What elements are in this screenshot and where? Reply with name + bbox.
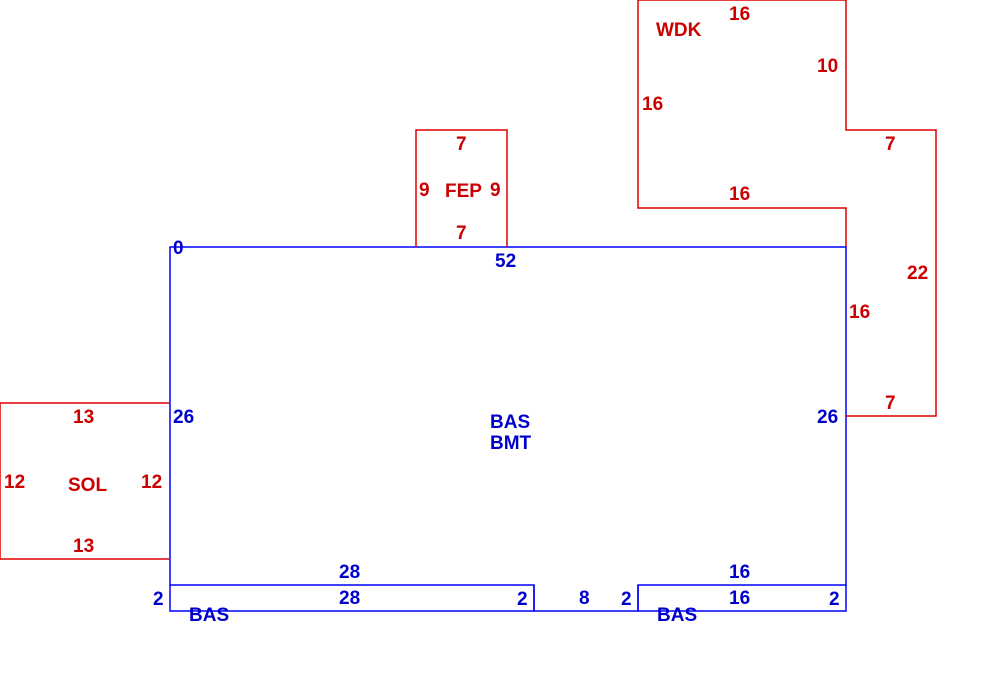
dim-wdk-left: 16 (642, 94, 663, 115)
dim-main-right: 26 (817, 407, 838, 428)
dim-fep-right: 9 (490, 180, 501, 201)
dim-wdk-step-upper: 7 (885, 134, 896, 155)
dim-sol-top: 13 (73, 407, 94, 428)
dim-main-left: 26 (173, 407, 194, 428)
entry-porch-outline (415, 129, 508, 247)
dim-main-origin: 0 (173, 238, 184, 259)
main-area-code-2: BMT (490, 433, 532, 454)
dim-strip-right-left: 2 (621, 589, 632, 610)
dim-strip-left-top: 28 (339, 588, 360, 609)
left-strip-area-code: BAS (189, 605, 229, 626)
dim-wdk-bottom: 16 (729, 184, 750, 205)
dim-strip-left-right: 2 (517, 589, 528, 610)
sun-room-area-code: SOL (68, 475, 107, 496)
wood-deck-area-code: WDK (656, 20, 702, 41)
dim-sol-bottom: 13 (73, 536, 94, 557)
dim-sol-right: 12 (141, 472, 162, 493)
right-strip-area-code: BAS (657, 605, 697, 626)
entry-porch-area-code: FEP (445, 181, 482, 202)
dim-strip-right-top: 16 (729, 588, 750, 609)
dim-main-top: 52 (495, 251, 516, 272)
sun-room-outline (0, 402, 170, 560)
dim-fep-top: 7 (456, 134, 467, 155)
left-strip-outline (169, 585, 535, 612)
dim-strip-gap: 8 (579, 588, 590, 609)
dim-wdk-right-inner: 16 (849, 302, 870, 323)
main-area-code-1: BAS (490, 412, 530, 433)
dim-main-bottom-left: 28 (339, 562, 360, 583)
dim-fep-bottom: 7 (456, 223, 467, 244)
dim-main-bottom-right: 16 (729, 562, 750, 583)
dim-sol-left: 12 (4, 472, 25, 493)
dim-wdk-step-lower: 7 (885, 393, 896, 414)
wood-deck-outline (637, 0, 937, 417)
dim-strip-right-right: 2 (829, 589, 840, 610)
dim-wdk-right-outer: 22 (907, 263, 928, 284)
dim-wdk-top: 16 (729, 4, 750, 25)
right-strip-outline (637, 585, 847, 612)
dim-strip-left-left: 2 (153, 589, 164, 610)
dim-fep-left: 9 (419, 180, 430, 201)
dim-wdk-right-upper: 10 (817, 56, 838, 77)
